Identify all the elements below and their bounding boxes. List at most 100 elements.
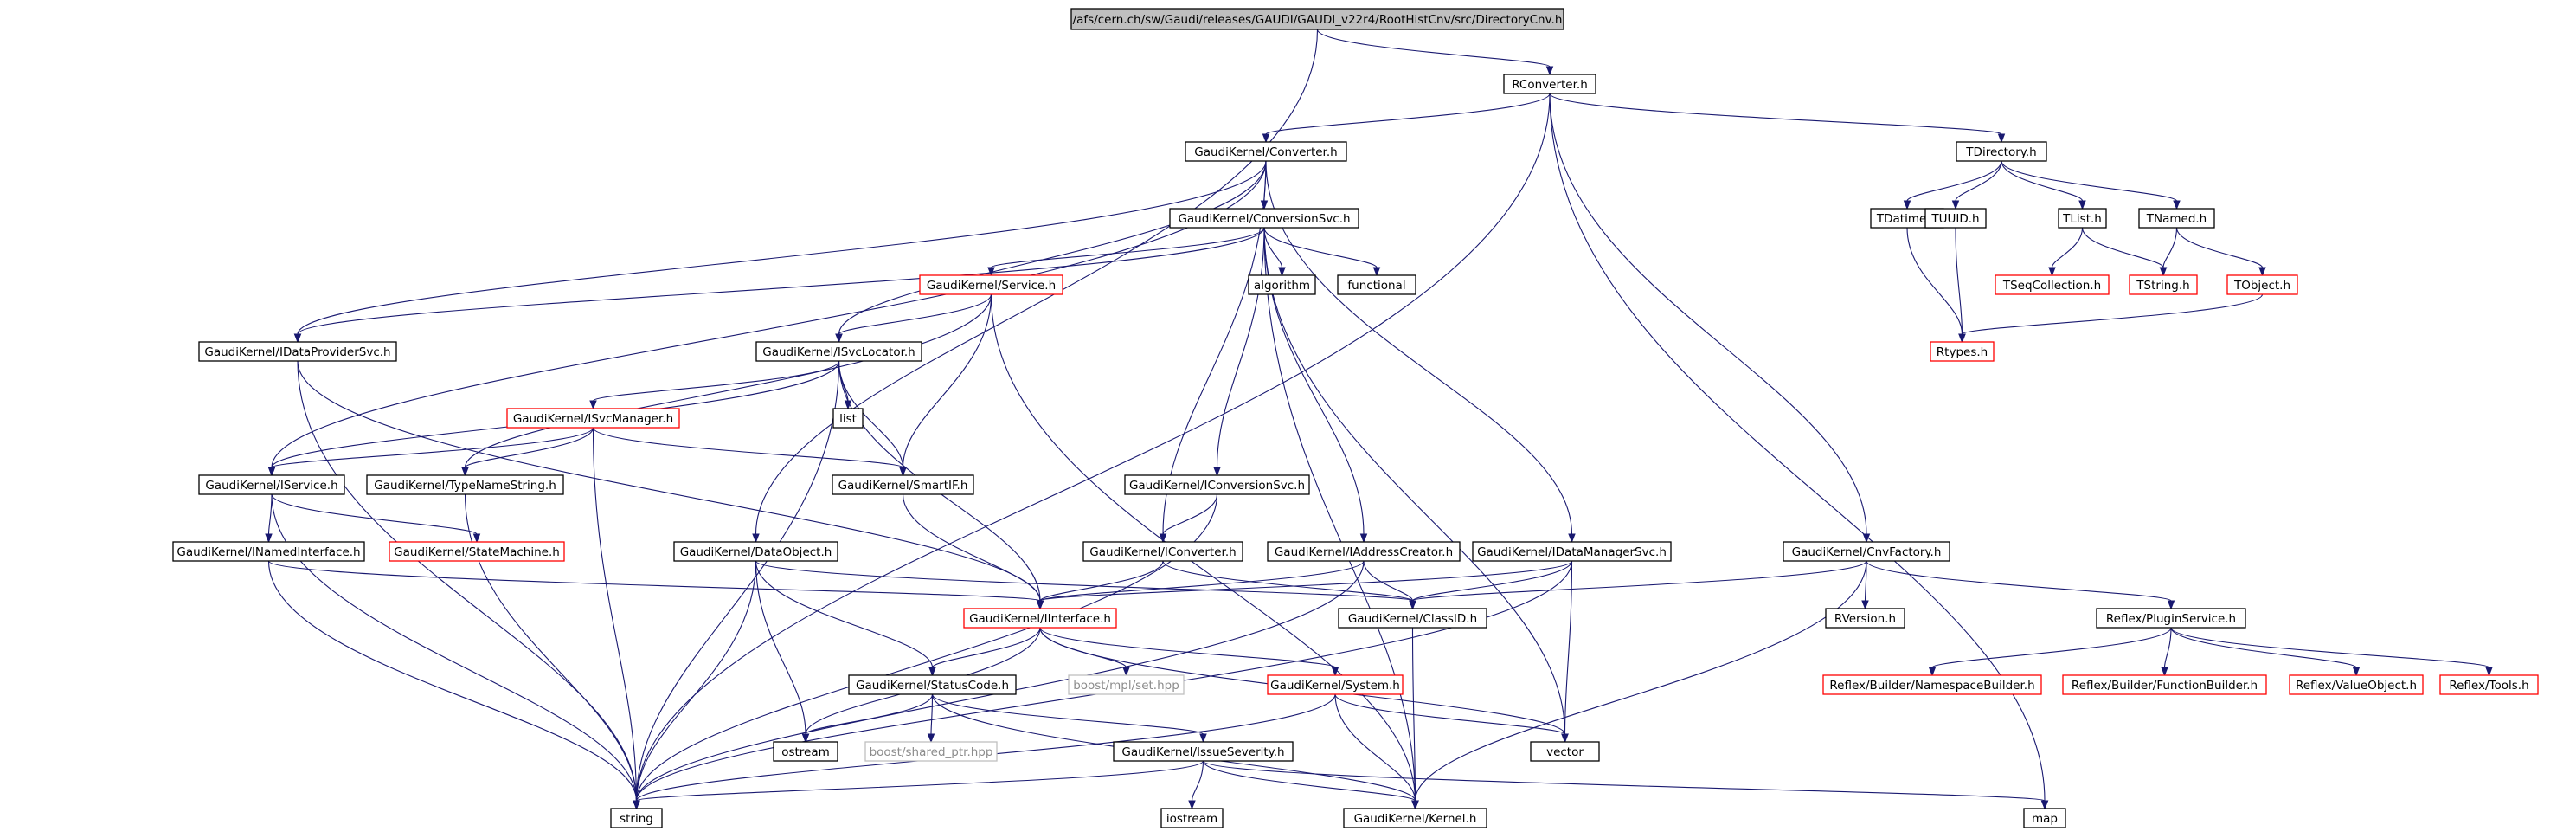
node-box (1169, 208, 1359, 229)
edge-pluginservice-to-tools (2170, 627, 2493, 677)
node-statemachine[interactable]: GaudiKernel/StateMachine.h (389, 541, 565, 562)
node-list[interactable]: list (832, 408, 864, 429)
node-pluginservice[interactable]: Reflex/PluginService.h (2096, 608, 2246, 628)
node-box (1068, 674, 1185, 695)
edge-tdirectory-to-tdatime (1903, 160, 2002, 210)
node-label: GaudiKernel/StateMachine.h (394, 545, 560, 559)
node-sharedptr[interactable]: boost/shared_ptr.hpp (864, 741, 998, 762)
node-label: TUUID.h (1930, 212, 1979, 226)
node-conversionsvc[interactable]: GaudiKernel/ConversionSvc.h (1169, 208, 1359, 229)
node-isvcmanager[interactable]: GaudiKernel/ISvcManager.h (506, 408, 680, 429)
node-label: GaudiKernel/ConversionSvc.h (1178, 212, 1350, 226)
node-functionbuilder[interactable]: Reflex/Builder/FunctionBuilder.h (2062, 674, 2267, 695)
node-label: boost/shared_ptr.hpp (870, 745, 993, 759)
node-tnamed[interactable]: TNamed.h (2138, 208, 2215, 229)
node-dataobject[interactable]: GaudiKernel/DataObject.h (673, 541, 838, 562)
node-cnvfactory[interactable]: GaudiKernel/CnvFactory.h (1783, 541, 1950, 562)
edge-converter-to-iservice (267, 160, 1267, 477)
node-box (1995, 274, 2110, 295)
node-label: GaudiKernel/IConversionSvc.h (1129, 479, 1305, 493)
edge-conversionsvc-to-functional (1263, 227, 1381, 277)
node-tobject[interactable]: TObject.h (2226, 274, 2298, 295)
node-box (1924, 208, 1987, 229)
node-label: TSeqCollection.h (2002, 279, 2101, 293)
node-label: GaudiKernel/IInterface.h (969, 612, 1111, 626)
node-setmpl[interactable]: boost/mpl/set.hpp (1068, 674, 1185, 695)
edge-iinterface-to-system (1039, 627, 1339, 677)
node-rconverter[interactable]: RConverter.h (1503, 74, 1596, 94)
edge-inamedinterface-to-iinterface (267, 560, 1044, 610)
node-idatamanagersvc[interactable]: GaudiKernel/IDataManagerSvc.h (1472, 541, 1672, 562)
node-namespacebuilder[interactable]: Reflex/Builder/NamespaceBuilder.h (1822, 674, 2042, 695)
edge-system-to-vector (1334, 693, 1569, 744)
node-tuuid[interactable]: TUUID.h (1924, 208, 1987, 229)
edge-issueseverity-to-map (1202, 760, 2049, 810)
edge-root-to-dataobject (752, 29, 1319, 544)
node-kernel[interactable]: GaudiKernel/Kernel.h (1343, 808, 1487, 828)
node-label: GaudiKernel/INamedInterface.h (177, 545, 360, 559)
node-inamedinterface[interactable]: GaudiKernel/INamedInterface.h (172, 541, 365, 562)
node-label: GaudiKernel/DataObject.h (680, 545, 832, 559)
edge-tdirectory-to-tuuid (1951, 160, 2002, 210)
node-algorithm[interactable]: algorithm (1248, 274, 1316, 295)
edge-rconverter-to-cnvfactory (1549, 93, 1871, 544)
node-iinterface[interactable]: GaudiKernel/IInterface.h (963, 608, 1117, 628)
node-label: TObject.h (2233, 279, 2290, 293)
node-box (1185, 141, 1347, 162)
node-rversion[interactable]: RVersion.h (1825, 608, 1905, 628)
node-service[interactable]: GaudiKernel/Service.h (919, 274, 1063, 295)
node-tools[interactable]: Reflex/Tools.h (2439, 674, 2539, 695)
node-tlist[interactable]: TList.h (2058, 208, 2107, 229)
node-map[interactable]: map (2023, 808, 2066, 828)
node-label: GaudiKernel/StatusCode.h (856, 679, 1009, 693)
node-iaddresscreator[interactable]: GaudiKernel/IAddressCreator.h (1267, 541, 1461, 562)
node-iconverter[interactable]: GaudiKernel/IConverter.h (1082, 541, 1243, 562)
node-box (864, 741, 998, 762)
node-label: GaudiKernel/IDataProviderSvc.h (204, 345, 390, 359)
node-string[interactable]: string (610, 808, 663, 828)
edge-rconverter-to-map (1549, 93, 2049, 810)
edge-converter-to-idatamanagersvc (1265, 160, 1576, 544)
edge-isvclocator-to-isvcmanager (589, 360, 840, 410)
edge-statuscode-to-issueseverity (931, 693, 1207, 744)
edge-conversionsvc-to-service (987, 227, 1265, 277)
node-label: GaudiKernel/TypeNameString.h (374, 479, 556, 493)
node-iostream[interactable]: iostream (1160, 808, 1224, 828)
node-converter[interactable]: GaudiKernel/Converter.h (1185, 141, 1347, 162)
edge-iinterface-to-setmpl (1039, 627, 1130, 677)
node-statuscode[interactable]: GaudiKernel/StatusCode.h (848, 674, 1017, 695)
node-functional[interactable]: functional (1337, 274, 1416, 295)
node-box (1113, 741, 1294, 762)
node-classid[interactable]: GaudiKernel/ClassID.h (1338, 608, 1487, 628)
node-label: GaudiKernel/ISvcManager.h (513, 412, 673, 426)
node-idataprovidersvc[interactable]: GaudiKernel/IDataProviderSvc.h (198, 341, 397, 362)
edge-system-to-kernel (1334, 693, 1419, 810)
node-label: GaudiKernel/IDataManagerSvc.h (1477, 545, 1667, 559)
node-tdirectory[interactable]: TDirectory.h (1956, 141, 2047, 162)
node-isvclocator[interactable]: GaudiKernel/ISvcLocator.h (755, 341, 922, 362)
node-label: GaudiKernel/SmartIF.h (838, 479, 968, 493)
node-valueobject[interactable]: Reflex/ValueObject.h (2289, 674, 2424, 695)
node-iconversionsvc[interactable]: GaudiKernel/IConversionSvc.h (1124, 474, 1310, 495)
node-box (1503, 74, 1596, 94)
node-smartif[interactable]: GaudiKernel/SmartIF.h (832, 474, 974, 495)
node-system[interactable]: GaudiKernel/System.h (1267, 674, 1404, 695)
node-vector[interactable]: vector (1530, 741, 1600, 762)
node-box (1822, 674, 2042, 695)
node-root[interactable]: /afs/cern.ch/sw/Gaudi/releases/GAUDI/GAU… (1070, 8, 1564, 30)
node-label: algorithm (1254, 279, 1310, 293)
node-box (2062, 674, 2267, 695)
node-iservice[interactable]: GaudiKernel/IService.h (198, 474, 345, 495)
edge-iinterface-to-statuscode (928, 627, 1041, 677)
node-typenamestring[interactable]: GaudiKernel/TypeNameString.h (366, 474, 564, 495)
node-rtypes[interactable]: Rtypes.h (1930, 341, 1995, 362)
node-tseqcollection[interactable]: TSeqCollection.h (1995, 274, 2110, 295)
node-box (389, 541, 565, 562)
node-ostream[interactable]: ostream (773, 741, 838, 762)
node-label: iostream (1166, 812, 1217, 826)
node-issueseverity[interactable]: GaudiKernel/IssueSeverity.h (1113, 741, 1294, 762)
node-box (773, 741, 838, 762)
node-tstring[interactable]: TString.h (2129, 274, 2198, 295)
edge-isvcmanager-to-smartif (592, 427, 907, 477)
node-label: list (839, 412, 857, 426)
